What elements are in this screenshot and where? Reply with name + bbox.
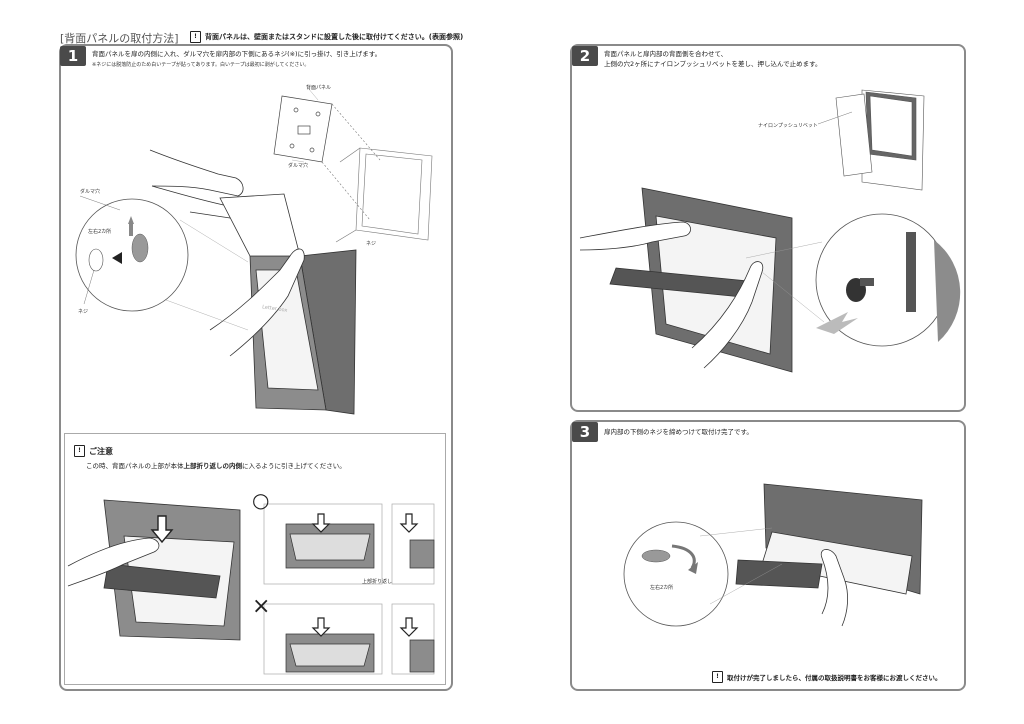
ok-detail	[263, 503, 435, 585]
page-title: [背面パネルの取付方法]	[60, 32, 179, 45]
caution-box-main	[103, 499, 241, 641]
caution-text-bold: 上部折り返しの内側	[183, 462, 243, 470]
ok-arrows	[311, 513, 419, 533]
rivet-leader-line	[817, 111, 853, 125]
footer-note-icon: !	[712, 671, 723, 683]
exploded-lines	[291, 87, 319, 163]
label-daruma-hole-top: ダルマ穴	[288, 163, 309, 169]
step2-hand-right	[691, 261, 764, 369]
note-icon: !	[190, 31, 201, 43]
caution-arrow-main	[150, 515, 174, 544]
caution-text: この時、背面パネルの上部が本体上部折り返しの内側に入るように引き上げてください。	[86, 460, 346, 470]
step1-illustration	[75, 87, 433, 415]
label-nylon-rivet: ナイロンプッシュリベット	[758, 123, 818, 129]
caution-text-prefix: この時、背面パネルの上部が本体	[86, 462, 184, 470]
detail-circle-left	[75, 195, 249, 331]
label-step3-left-right: 左右2カ所	[650, 585, 674, 591]
step3-main-box	[735, 483, 923, 595]
caution-title-text: ご注意	[89, 446, 113, 456]
hand-upper	[149, 149, 244, 219]
caution-illustration	[67, 499, 435, 675]
step2-hand-left	[579, 221, 691, 251]
header-note-text: 背面パネルは、壁面またはスタンドに設置した後に取付けてください。(表面参照)	[205, 33, 464, 41]
caution-icon: !	[74, 445, 85, 457]
step3-instruction: 扉内部の下側のネジを締めつけて取付け完了です。	[604, 428, 753, 436]
step2-main-box	[609, 187, 793, 373]
step3-hand	[820, 549, 848, 627]
footer-note-text: 取付けが完了しましたら、付属の取扱説明書をお客様にお渡しください。	[727, 674, 942, 682]
letter-box-main	[219, 193, 357, 415]
ng-detail	[263, 603, 435, 675]
footer-note: ! 取付けが完了しましたら、付属の取扱説明書をお客様にお渡しください。	[712, 671, 942, 683]
step2-instruction-line2: 上側の穴2ヶ所にナイロンプッシュリベットを差し、押し込んで止めます。	[604, 60, 822, 68]
header-note: ! 背面パネルは、壁面またはスタンドに設置した後に取付けてください。(表面参照)	[190, 31, 463, 43]
step3-illustration	[623, 483, 923, 627]
step2-zoom-circle	[745, 213, 961, 347]
caution-hand	[67, 537, 160, 587]
label-screw-right: ネジ	[366, 241, 377, 247]
label-screw-left: ネジ	[78, 309, 89, 315]
step2-small-box	[835, 89, 925, 191]
exploded-box-frame	[321, 103, 433, 243]
step2-illustration	[579, 89, 961, 373]
step1-badge: 1	[60, 46, 86, 66]
label-upper-fold: 上部折り返し	[362, 579, 393, 585]
step2-badge: 2	[572, 46, 598, 66]
step1-subnote: ※ネジには脱落防止のため白いテープが貼ってあります。白いテープは最初に剥がしてく…	[92, 62, 310, 68]
caution-text-suffix: に入るように引き上げてください。	[242, 462, 346, 470]
hand-lower	[209, 248, 305, 357]
ng-arrows	[311, 617, 419, 637]
caution-title: ! ご注意	[74, 445, 113, 457]
caution-box	[64, 433, 446, 685]
step2-instruction-line1: 背面パネルと扉内部の背面側を合わせて、	[604, 50, 728, 58]
label-daruma-hole-left: ダルマ穴	[80, 189, 101, 195]
label-back-panel: 背面パネル	[306, 85, 332, 91]
exploded-back-panel	[273, 95, 333, 163]
step1-instruction: 背面パネルを扉の内側に入れ、ダルマ穴を扉内部の下側にあるネジ(※)に引っ掛け、引…	[92, 50, 382, 58]
step3-badge: 3	[572, 422, 598, 442]
label-left-right: 左右2カ所	[88, 229, 112, 235]
ng-mark: ×	[252, 594, 271, 619]
ok-mark: ○	[252, 488, 270, 512]
step3-zoom-circle	[623, 521, 783, 627]
